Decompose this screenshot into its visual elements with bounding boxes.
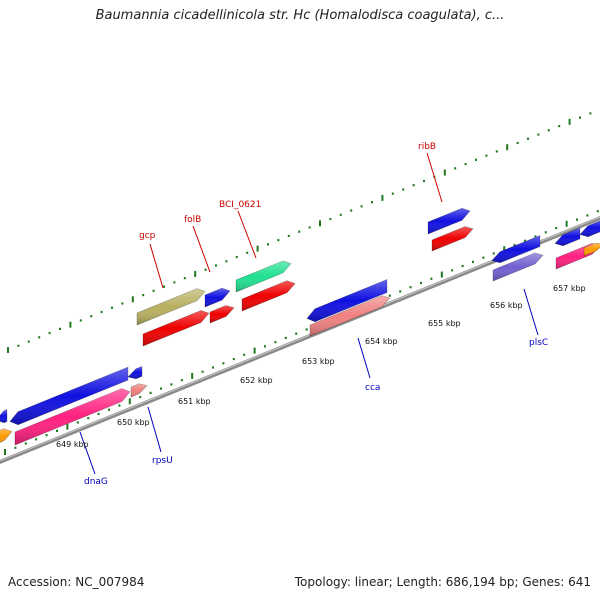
gene-label-rpsU[interactable]: rpsU [152, 456, 173, 466]
callout-rpsU [147, 406, 162, 453]
gene-arrow-dnaG-shade [10, 367, 128, 425]
genome-summary-label: Topology: linear; Length: 686,194 bp; Ge… [294, 575, 591, 589]
callout-folB [192, 225, 211, 273]
kbp-label: 656 kbp [490, 301, 523, 310]
callout-dnaG [79, 431, 96, 475]
gene-arrow-dnaG-magenta-shade [15, 388, 130, 445]
gene-label-ribB[interactable]: ribB [418, 142, 436, 152]
accession-label: Accession: NC_007984 [8, 575, 145, 589]
kbp-label: 655 kbp [428, 319, 461, 328]
kbp-label: 650 kbp [117, 418, 150, 427]
kbp-labels: 649 kbp 650 kbp 651 kbp 652 kbp 653 kbp … [56, 284, 586, 449]
kbp-label: 651 kbp [178, 397, 211, 406]
gene-name-labels: gcp folB BCI_0621 ribB dnaG rpsU cca pls… [84, 142, 548, 487]
gene-label-cca[interactable]: cca [365, 383, 380, 393]
gene-arrow-left-edge-shade [0, 409, 7, 423]
gene-arrow-red-2-shade [210, 305, 234, 323]
gene-label-dnaG[interactable]: dnaG [84, 477, 108, 487]
gene-arrow-gcp-shade [137, 288, 205, 325]
label-callouts [79, 152, 539, 475]
gene-arrow-plsC-2-shade [493, 252, 543, 281]
feature-layer [0, 207, 600, 446]
kbp-label: 657 kbp [553, 284, 586, 293]
gene-arrow-plsC-shade [492, 235, 540, 263]
callout-gcp [149, 243, 164, 289]
forward-tick-track [7, 112, 592, 353]
gene-arrow-cca-rna-shade [310, 295, 390, 336]
gene-arrow-left-edge-orange-shade [0, 428, 12, 443]
gene-arrow-orange-right-shade [584, 243, 600, 256]
gene-arrow-red-1-shade [143, 310, 209, 346]
gene-arrow-BCI_0621-shade [236, 260, 291, 292]
gene-label-BCI_0621[interactable]: BCI_0621 [219, 200, 261, 210]
gene-label-folB[interactable]: folB [184, 215, 201, 225]
gene-arrow-red-4-shade [432, 226, 473, 251]
gene-arrow-cca-shade [307, 279, 387, 322]
reverse-tick-track [4, 210, 599, 455]
map-title: Baumannia cicadellinicola str. Hc (Homal… [95, 8, 505, 23]
gene-arrow-upper-right-shade [555, 227, 580, 246]
kbp-label: 653 kbp [302, 357, 335, 366]
gene-label-plsC[interactable]: plsC [529, 338, 548, 348]
gene-arrow-rpsU-shade [128, 366, 142, 379]
gene-arrow-red-3-shade [242, 280, 295, 311]
kbp-label: 654 kbp [365, 337, 398, 346]
kbp-label: 652 kbp [240, 376, 273, 385]
callout-BCI_0621 [237, 210, 257, 259]
callout-plsC [523, 288, 539, 336]
gene-arrow-folB-shade [205, 288, 230, 307]
gene-label-gcp[interactable]: gcp [139, 231, 156, 241]
gene-arrow-upper-right-2-shade [580, 220, 600, 237]
gene-arrow-ribB-shade [428, 208, 470, 234]
callout-ribB [426, 152, 443, 203]
gene-arrow-rpsU-rna-shade [131, 383, 147, 397]
kbp-label: 649 kbp [56, 440, 89, 449]
callout-cca [357, 337, 371, 379]
